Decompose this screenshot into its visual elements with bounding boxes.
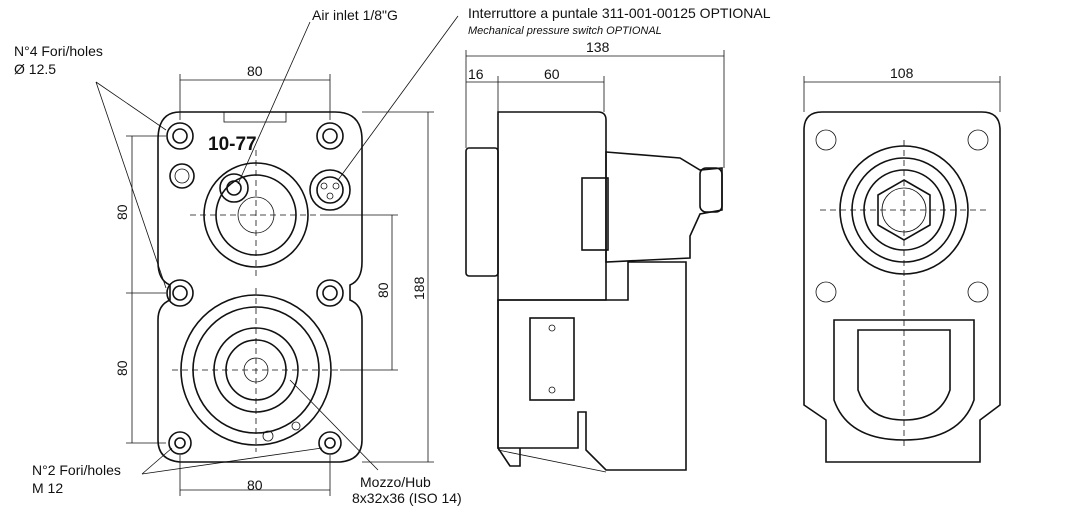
switch-subtitle: Mechanical pressure switch OPTIONAL	[468, 25, 662, 37]
holes2-line2: M 12	[32, 480, 63, 496]
rear-view	[803, 76, 1001, 463]
holes4-line2: Ø 12.5	[14, 61, 56, 77]
hub-line1: Mozzo/Hub	[360, 474, 431, 490]
dim-rear-width: 108	[890, 65, 914, 81]
dim-front-bottom: 80	[247, 477, 263, 493]
dim-side-a: 16	[468, 66, 484, 82]
dim-front-left-lower: 80	[114, 360, 130, 376]
dim-side-total: 138	[586, 39, 610, 55]
side-view	[465, 50, 725, 473]
dim-front-left-upper: 80	[114, 204, 130, 220]
holes2-line1: N°2 Fori/holes	[32, 462, 121, 478]
hub-line2: 8x32x36 (ISO 14)	[352, 490, 462, 506]
dim-side-b: 60	[544, 66, 560, 82]
front-view	[95, 15, 459, 496]
air-inlet-label: Air inlet 1/8"G	[312, 7, 398, 23]
model-label: 10-77	[208, 134, 257, 155]
dim-front-height: 188	[411, 276, 427, 300]
dim-front-right-inner: 80	[375, 282, 391, 298]
holes4-line1: N°4 Fori/holes	[14, 43, 103, 59]
switch-title: Interruttore a puntale 311-001-00125 OPT…	[468, 5, 771, 21]
dim-front-top: 80	[247, 63, 263, 79]
